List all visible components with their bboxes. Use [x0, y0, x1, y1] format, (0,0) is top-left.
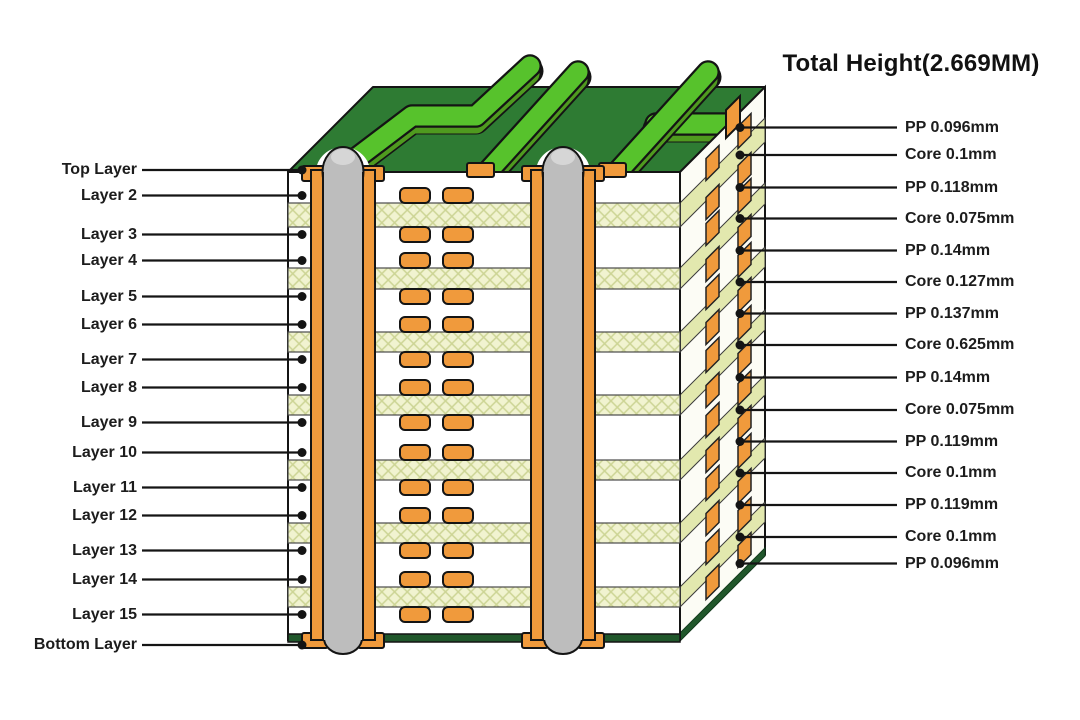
dielectric-label: PP 0.119mm: [905, 496, 999, 513]
via-left: [301, 146, 385, 655]
copper-layer-label: Layer 4: [80, 251, 137, 269]
pcb-side-face: [679, 84, 766, 643]
dielectric-label: PP 0.137mm: [905, 304, 999, 322]
dielectric-label: PP 0.14mm: [905, 368, 991, 386]
dielectric-label: Core 0.075mm: [905, 209, 1015, 227]
dielectric-label: PP 0.14mm: [905, 241, 991, 259]
dielectric-label: PP 0.096mm: [905, 554, 999, 572]
dielectric-label: Core 0.075mm: [905, 401, 1015, 418]
copper-layer-label: Layer 12: [72, 506, 137, 524]
dielectric-label: PP 0.118mm: [905, 178, 999, 196]
copper-layer-label: Layer 3: [80, 225, 137, 243]
dielectric-label: Core 0.127mm: [905, 273, 1015, 290]
page-title: Total Height(2.669MM): [782, 50, 1040, 77]
copper-layer-label: Layer 6: [80, 315, 137, 333]
copper-layer-label: Layer 14: [72, 570, 137, 588]
copper-layer-label: Layer 7: [80, 350, 137, 368]
top-copper-traces: [340, 54, 740, 172]
dielectric-label: Core 0.1mm: [905, 464, 997, 481]
copper-layer-label: Layer 9: [80, 413, 137, 431]
via-right: [521, 146, 605, 655]
copper-layer-label: Bottom Layer: [33, 636, 137, 653]
dielectric-label: Core 0.1mm: [905, 146, 997, 163]
dielectric-label: Core 0.1mm: [905, 528, 997, 545]
leader-lines-right: [735, 123, 897, 568]
copper-layer-label: Top Layer: [61, 161, 137, 178]
copper-layer-label: Layer 11: [72, 478, 137, 496]
copper-layer-label: Layer 2: [80, 186, 137, 204]
copper-layer-label: Layer 5: [80, 287, 137, 305]
copper-layer-label: Layer 10: [72, 443, 137, 461]
copper-layer-label: Layer 15: [72, 605, 137, 623]
dielectric-label: PP 0.096mm: [905, 118, 999, 136]
leader-lines-left: [142, 165, 307, 650]
copper-layer-label: Layer 8: [80, 378, 137, 396]
dielectric-label: Core 0.625mm: [905, 336, 1015, 353]
dielectric-label: PP 0.119mm: [905, 432, 999, 450]
copper-layer-label: Layer 13: [72, 541, 137, 559]
